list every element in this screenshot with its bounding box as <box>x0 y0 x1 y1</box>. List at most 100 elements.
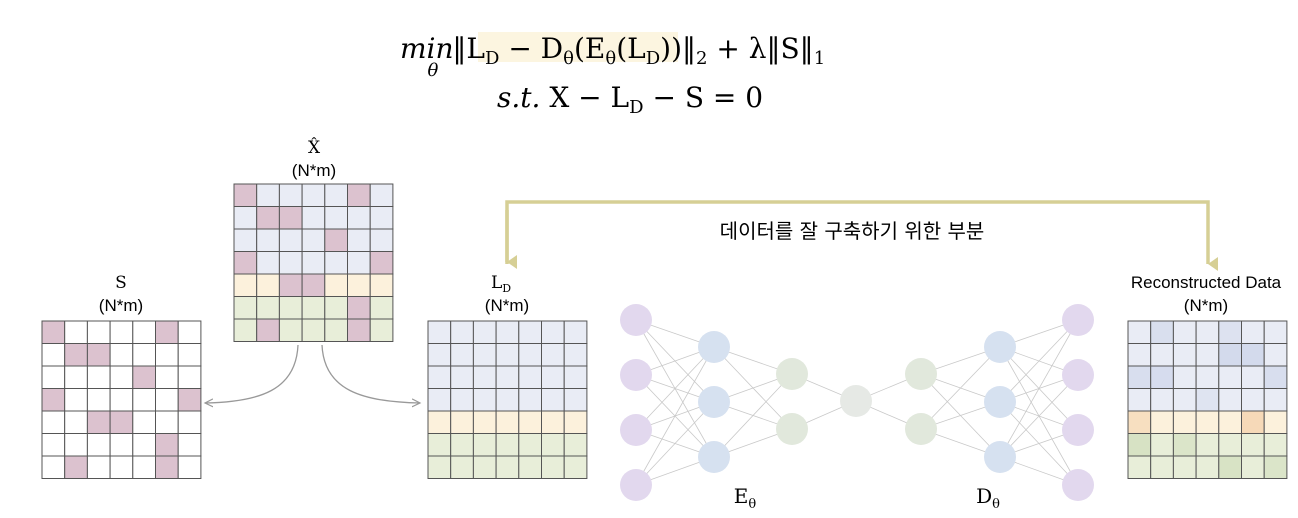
matrix-cell <box>518 365 542 389</box>
matrix-cell <box>1127 433 1152 457</box>
network-node <box>984 441 1016 473</box>
matrix-cell <box>563 365 588 389</box>
matrix-cell <box>177 433 202 457</box>
matrix-cell <box>1150 343 1174 367</box>
matrix-cell <box>1241 388 1265 412</box>
network-node <box>698 441 730 473</box>
matrix-cell <box>1263 410 1288 434</box>
matrix-cell <box>369 183 394 207</box>
matrix-cell <box>1172 455 1197 479</box>
matrix-cell <box>233 296 258 320</box>
network-node <box>776 413 808 445</box>
matrix-cell <box>427 410 452 434</box>
matrix-cell <box>450 410 474 434</box>
matrix-cell <box>1172 320 1197 344</box>
matrix-cell <box>472 388 497 412</box>
matrix-cell <box>1241 433 1265 457</box>
matrix-cell <box>301 228 326 252</box>
matrix-cell <box>1195 365 1220 389</box>
matrix-cell <box>64 365 88 389</box>
matrix-cell <box>347 183 371 207</box>
matrix-cell <box>256 251 280 275</box>
matrix-cell <box>177 410 202 434</box>
matrix-cell <box>1218 365 1243 389</box>
matrix-cell <box>1241 410 1265 434</box>
matrix-cell <box>1218 320 1243 344</box>
matrix-cell <box>450 320 474 344</box>
matrix-cell <box>518 455 542 479</box>
matrix-cell <box>495 320 520 344</box>
network-edge <box>999 374 1079 458</box>
matrix-cell <box>1150 320 1174 344</box>
network-node <box>620 414 652 446</box>
matrix-cell <box>256 228 280 252</box>
matrix-cell <box>563 388 588 412</box>
matrix-cell <box>233 183 258 207</box>
network-node <box>905 413 937 445</box>
network-node <box>1062 304 1094 336</box>
matrix-cell <box>301 206 326 230</box>
matrix-cell <box>427 433 452 457</box>
recon-dims: (N*m) <box>1184 296 1228 315</box>
matrix-cell <box>1172 388 1197 412</box>
matrix-cell <box>324 228 348 252</box>
matrix-cell <box>1127 365 1152 389</box>
matrix-cell <box>64 343 88 367</box>
matrix-cell <box>109 365 134 389</box>
matrix-cell <box>301 296 326 320</box>
matrix-cell <box>1127 388 1152 412</box>
matrix-cell <box>1150 388 1174 412</box>
matrix-cell <box>1127 320 1152 344</box>
matrix-cell <box>256 206 280 230</box>
matrix-cell <box>541 320 565 344</box>
matrix-cell <box>1127 410 1152 434</box>
matrix-cell <box>86 320 111 344</box>
matrix-cell <box>177 365 202 389</box>
matrix-cell <box>155 410 179 434</box>
matrix-cell <box>427 343 452 367</box>
matrix-cell <box>347 251 371 275</box>
matrix-cell <box>177 343 202 367</box>
matrix-cell <box>256 296 280 320</box>
matrix-cell <box>450 343 474 367</box>
matrix-cell <box>563 343 588 367</box>
matrix-cell <box>369 228 394 252</box>
matrix-cell <box>1195 388 1220 412</box>
matrix-cell <box>1263 433 1288 457</box>
xhat-matrix-grid <box>233 183 394 342</box>
matrix-cell <box>86 343 111 367</box>
matrix-cell <box>177 455 202 479</box>
matrix-cell <box>41 320 66 344</box>
matrix-cell <box>518 433 542 457</box>
split-arrow-to-ld <box>321 344 420 403</box>
matrix-cell <box>369 206 394 230</box>
formula-highlight <box>478 32 678 62</box>
matrix-cell <box>41 455 66 479</box>
matrix-cell <box>495 433 520 457</box>
xhat-symbol: X̂ <box>308 138 321 158</box>
matrix-cell <box>450 388 474 412</box>
ld-matrix-grid <box>427 320 588 479</box>
network-node <box>1062 469 1094 501</box>
matrix-cell <box>347 206 371 230</box>
matrix-cell <box>1172 365 1197 389</box>
matrix-cell <box>278 228 303 252</box>
network-node <box>984 386 1016 418</box>
matrix-cell <box>1218 433 1243 457</box>
matrix-cell <box>109 343 134 367</box>
matrix-cell <box>64 455 88 479</box>
matrix-cell <box>347 228 371 252</box>
matrix-cell <box>132 320 157 344</box>
matrix-cell <box>86 365 111 389</box>
matrix-cell <box>177 388 202 412</box>
matrix-cell <box>278 183 303 207</box>
xhat-dims: (N*m) <box>292 161 336 180</box>
network-node <box>905 358 937 390</box>
matrix-cell <box>541 388 565 412</box>
matrix-cell <box>109 455 134 479</box>
matrix-cell <box>472 365 497 389</box>
matrix-cell <box>1150 365 1174 389</box>
matrix-cell <box>450 455 474 479</box>
